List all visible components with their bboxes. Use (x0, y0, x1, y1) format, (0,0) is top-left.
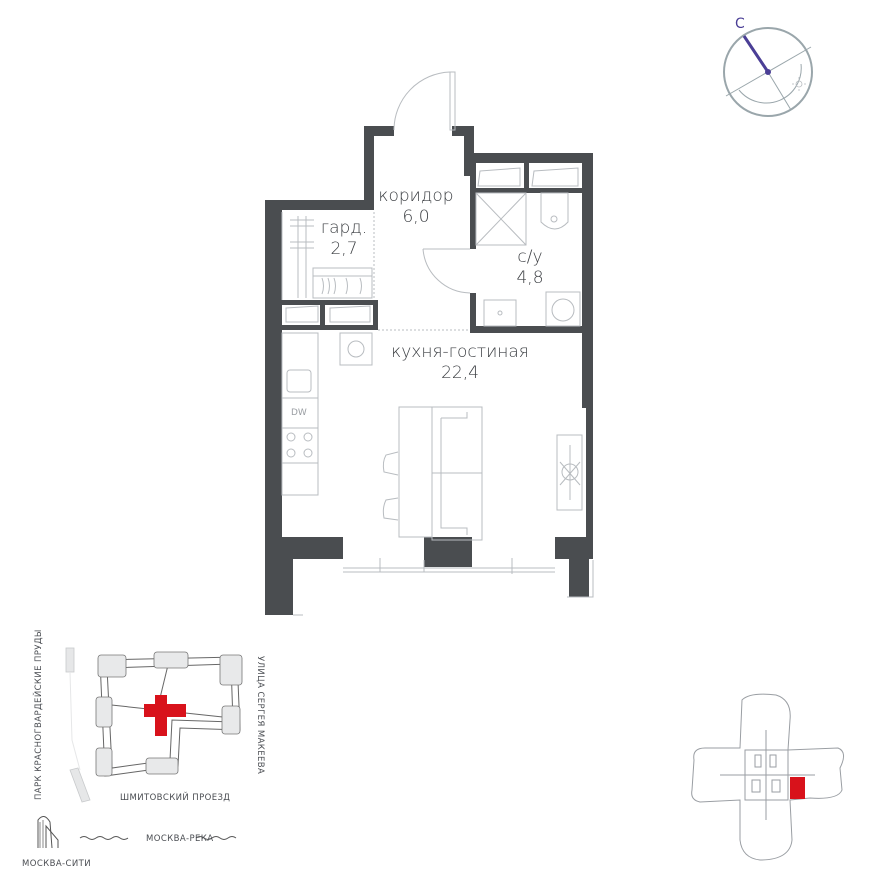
moscow-city-icon (37, 816, 59, 849)
apartment-building-highlight (144, 695, 186, 736)
room-area: 4,8 (516, 268, 544, 288)
fixtures (281, 71, 594, 616)
room-area: 2,7 (330, 239, 358, 259)
room-name: с/у (517, 247, 543, 267)
river-label: МОСКВА-РЕКА (146, 834, 213, 844)
room-name: гард. (320, 218, 368, 238)
compass-north-label: С (735, 16, 745, 32)
room-name: коридор (378, 186, 454, 206)
room-bathroom: с/у 4,8 (500, 247, 560, 289)
room-area: 6,0 (402, 207, 430, 227)
room-name: кухня-гостиная (391, 342, 529, 362)
street-east-label: УЛИЦА СЕРГЕЯ МАКЕЕВА (255, 656, 265, 774)
room-area: 22,4 (441, 363, 479, 383)
room-corridor: коридор 6,0 (372, 186, 460, 228)
park-label: ПАРК КРАСНОГВАРДЕЙСКИЕ ПРУДЫ (32, 629, 44, 800)
dishwasher-label: DW (291, 408, 307, 418)
street-south-label: ШМИТОВСКИЙ ПРОЕЗД (120, 791, 230, 803)
apartment-highlight (790, 777, 805, 799)
walls (265, 126, 593, 615)
city-label: МОСКВА-СИТИ (22, 859, 91, 869)
room-kitchen-living: кухня-гостиная 22,4 (375, 342, 545, 384)
room-wardrobe: гард. 2,7 (316, 218, 372, 260)
